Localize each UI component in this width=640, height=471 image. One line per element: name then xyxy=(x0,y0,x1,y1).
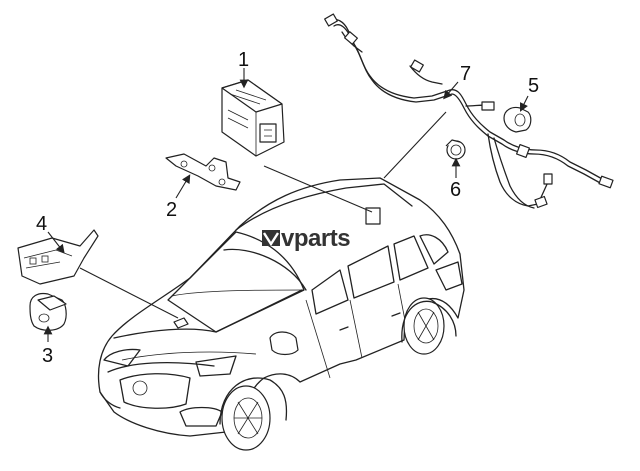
callout-3: 3 xyxy=(42,345,53,367)
callout-6: 6 xyxy=(450,179,461,201)
watermark-text: vparts xyxy=(281,225,350,252)
vehicle-illustration xyxy=(97,177,465,451)
callout-5: 5 xyxy=(528,75,539,97)
leader-lines xyxy=(79,111,447,319)
sensor-bracket-part xyxy=(17,229,99,285)
wiring-harness-part xyxy=(324,13,614,209)
control-module-part xyxy=(221,79,285,157)
bracket-part xyxy=(165,153,241,191)
callout-7: 7 xyxy=(460,63,471,85)
callout-arrows xyxy=(43,68,529,342)
vparts-logo-icon xyxy=(262,230,280,247)
callout-2: 2 xyxy=(166,199,177,221)
plug-part xyxy=(503,106,532,133)
vparts-watermark: vparts xyxy=(262,225,351,252)
callout-1: 1 xyxy=(238,49,249,71)
callout-4: 4 xyxy=(36,213,47,235)
grommet-part xyxy=(445,139,466,160)
rain-sensor-part xyxy=(29,292,67,331)
